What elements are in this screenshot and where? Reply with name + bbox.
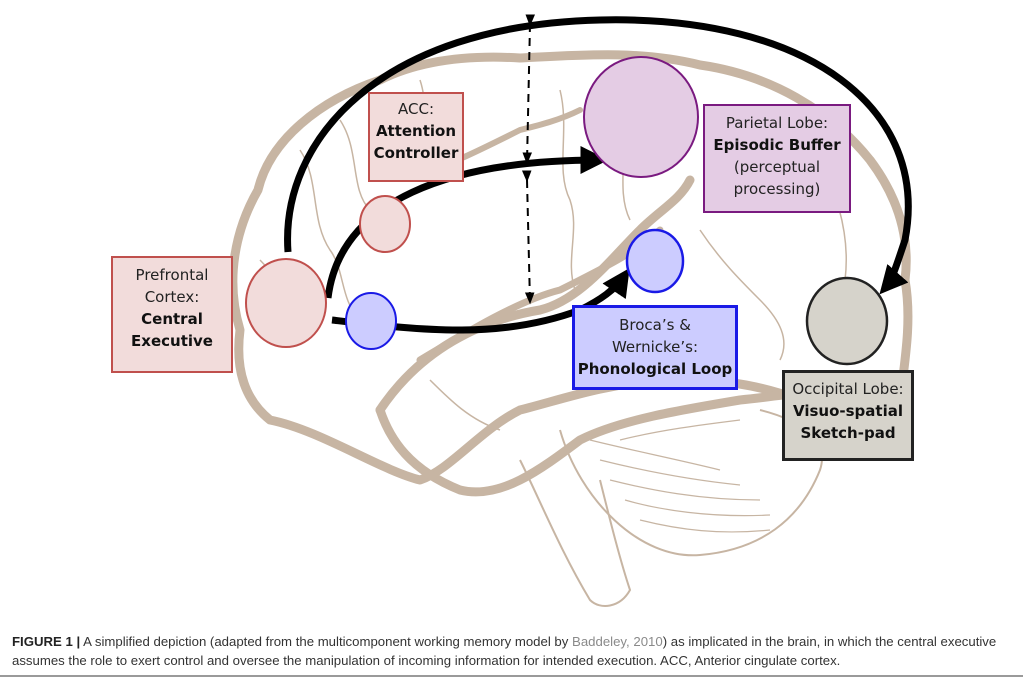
pfc-role: Central (141, 310, 203, 328)
superior-sulcus (459, 107, 583, 161)
occipital-role: Visuo-spatial (793, 402, 903, 420)
broca-region-2: Wernicke’s: (611, 338, 699, 356)
arrow-executive-to-sketchpad (284, 16, 912, 295)
occipital-region: Occipital Lobe: (792, 380, 904, 398)
temporal-lobe (375, 380, 865, 497)
broca-role: Phonological Loop (577, 360, 733, 378)
parietal-role: Episodic Buffer (713, 136, 841, 154)
dashed-divider (521, 14, 536, 305)
attention-controller-node (359, 195, 411, 253)
visuospatial-node (805, 276, 889, 366)
episodic-buffer-node (583, 56, 699, 178)
episodic-buffer-label: Parietal Lobe: Episodic Buffer (perceptu… (703, 104, 851, 213)
caption-divider (0, 675, 1023, 677)
phonological-loop-node (625, 228, 685, 294)
phonological-loop-label: Broca’s & Wernicke’s: Phonological Loop (572, 305, 738, 390)
parietal-note-2: processing) (733, 180, 821, 198)
broca-region: Broca’s & (619, 316, 691, 334)
acc-role: Attention (375, 122, 457, 140)
occipital-role-2: Sketch-pad (800, 424, 896, 442)
figure-caption: FIGURE 1 | A simplified depiction (adapt… (12, 632, 1012, 670)
visuospatial-sketchpad-label: Occipital Lobe: Visuo-spatial Sketch-pad (782, 370, 914, 461)
caption-text-1: A simplified depiction (adapted from the… (80, 634, 573, 649)
phonological-small-node (345, 292, 397, 350)
parietal-note: (perceptual (733, 158, 821, 176)
central-executive-label: Prefrontal Cortex: Central Executive (111, 256, 233, 373)
figure-number: FIGURE 1 | (12, 634, 81, 649)
pfc-region-2: Cortex: (144, 288, 200, 306)
citation-link[interactable]: Baddeley, 2010 (572, 634, 663, 649)
pfc-region: Prefrontal (135, 266, 209, 284)
brain-stem (519, 459, 632, 607)
arrow-executive-to-episodic-buffer (324, 146, 609, 299)
acc-role-2: Controller (373, 144, 459, 162)
caption-text-2: ) as implicated in the brain, in which t… (12, 634, 997, 668)
acc-region: ACC: (398, 100, 434, 118)
attention-controller-label: ACC: Attention Controller (368, 92, 464, 182)
pfc-role-2: Executive (131, 332, 213, 350)
parietal-region: Parietal Lobe: (725, 114, 829, 132)
central-executive-node (245, 258, 327, 348)
brain-diagram (228, 14, 913, 607)
